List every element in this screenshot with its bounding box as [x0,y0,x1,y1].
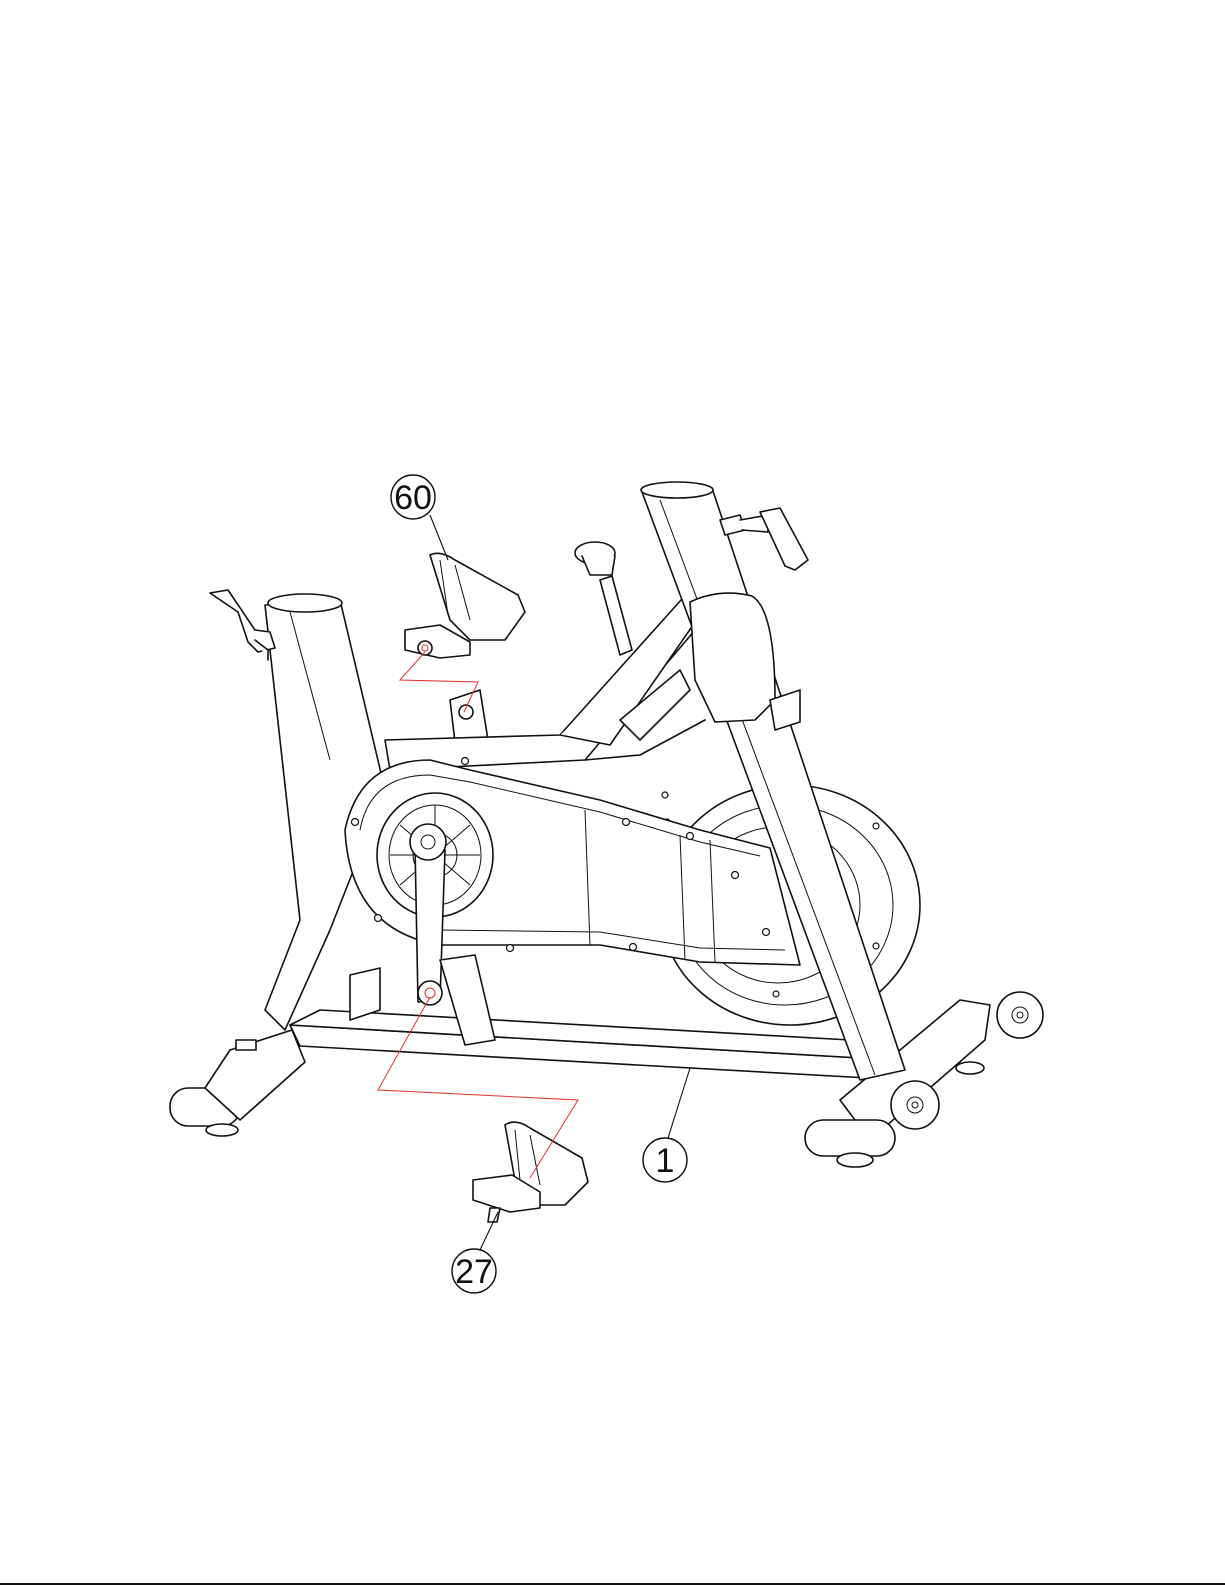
pedal-lower [473,1122,588,1222]
callout-1: 1 [643,1068,690,1182]
callout-60-label: 60 [394,479,432,517]
callout-27: 27 [452,1212,498,1293]
seat-adjust-lever [210,590,275,660]
transport-wheel-upper [997,992,1043,1038]
transport-wheel-lower [891,1081,939,1129]
callout-27-label: 27 [455,1253,493,1291]
callout-1-label: 1 [656,1142,675,1180]
callout-60: 60 [391,475,448,560]
resistance-knob [575,542,632,655]
pedal-upper [405,553,525,658]
front-stabilizer [805,1000,990,1167]
rear-stabilizer [170,1030,305,1136]
top-frame-tube [385,590,712,770]
seat-clamp-bracket [450,690,488,742]
